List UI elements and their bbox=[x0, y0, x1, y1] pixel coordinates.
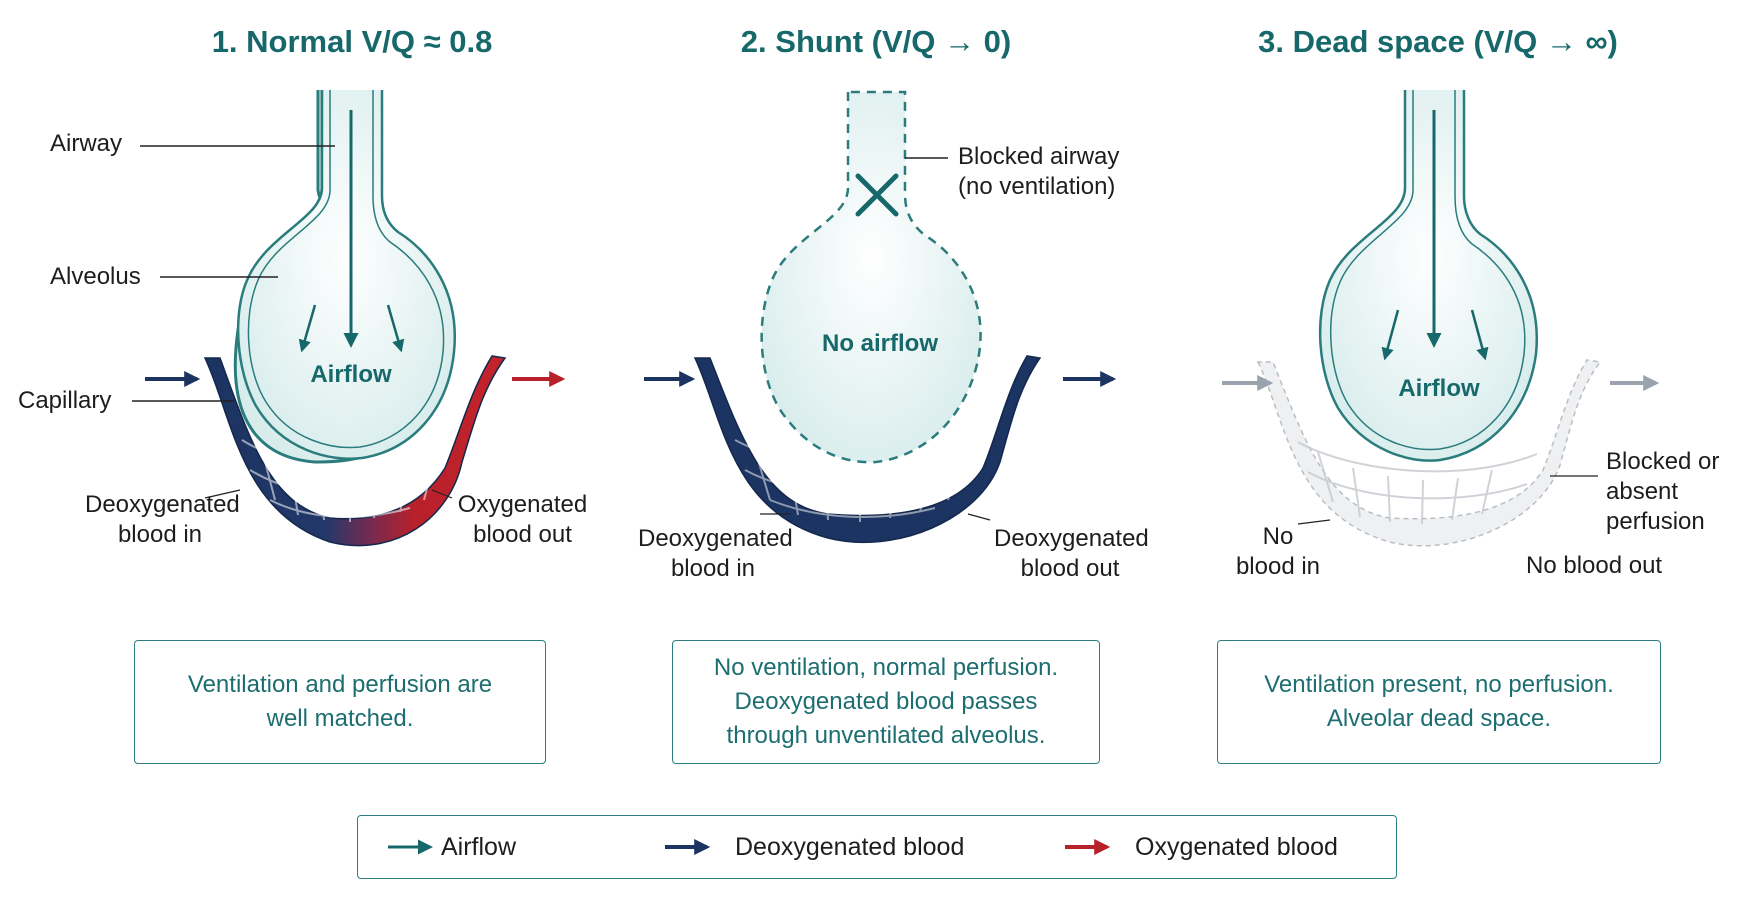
panel-3-airflow-label: Airflow bbox=[1398, 375, 1480, 402]
panel-1-graphics bbox=[132, 90, 566, 547]
blocked-perfusion-label: Blocked or absent perfusion bbox=[1606, 448, 1720, 535]
panel-3-title: 3. Dead space (V/Q → ∞) bbox=[1258, 24, 1618, 59]
capillary-3 bbox=[1256, 359, 1602, 547]
panel-1-title: 1. Normal V/Q ≈ 0.8 bbox=[211, 24, 493, 59]
legend-oxygenated: Oxygenated blood bbox=[1135, 832, 1338, 861]
capillary-2-mesh bbox=[734, 439, 976, 522]
alveolus-2 bbox=[760, 90, 982, 464]
panel-3-graphics bbox=[1222, 90, 1660, 547]
legend-deoxygenated: Deoxygenated blood bbox=[735, 832, 965, 861]
alveolus-label: Alveolus bbox=[50, 263, 141, 290]
airway-label: Airway bbox=[50, 130, 123, 157]
panel-2-no-airflow-label: No airflow bbox=[821, 330, 939, 357]
capillary-1 bbox=[203, 355, 507, 547]
capillary-label: Capillary bbox=[18, 387, 112, 414]
legend: Airflow Deoxygenated blood Oxygenated bl… bbox=[357, 815, 1397, 879]
capillary-3-mesh bbox=[1297, 441, 1538, 525]
capillary-2 bbox=[693, 355, 1042, 543]
blocked-airway-label: Blocked airway(no ventilation) bbox=[958, 143, 1120, 200]
panel-1-airflow-label: Airflow bbox=[310, 361, 392, 388]
panel-3-description: Ventilation present, no perfusion. Alveo… bbox=[1217, 640, 1661, 764]
panel-2-description: No ventilation, normal perfusion. Deoxyg… bbox=[672, 640, 1100, 764]
panel-3-blood-out-label: No blood out bbox=[1526, 552, 1663, 579]
blocked-airway-x-icon bbox=[855, 173, 899, 217]
panel-1-description: Ventilation and perfusion are well match… bbox=[134, 640, 546, 764]
panel-2-graphics bbox=[644, 90, 1117, 543]
legend-airflow: Airflow bbox=[441, 832, 517, 861]
panel-2-title: 2. Shunt (V/Q → 0) bbox=[740, 24, 1012, 59]
alveolus-3 bbox=[1318, 90, 1539, 462]
capillary-1-mesh bbox=[241, 439, 441, 522]
